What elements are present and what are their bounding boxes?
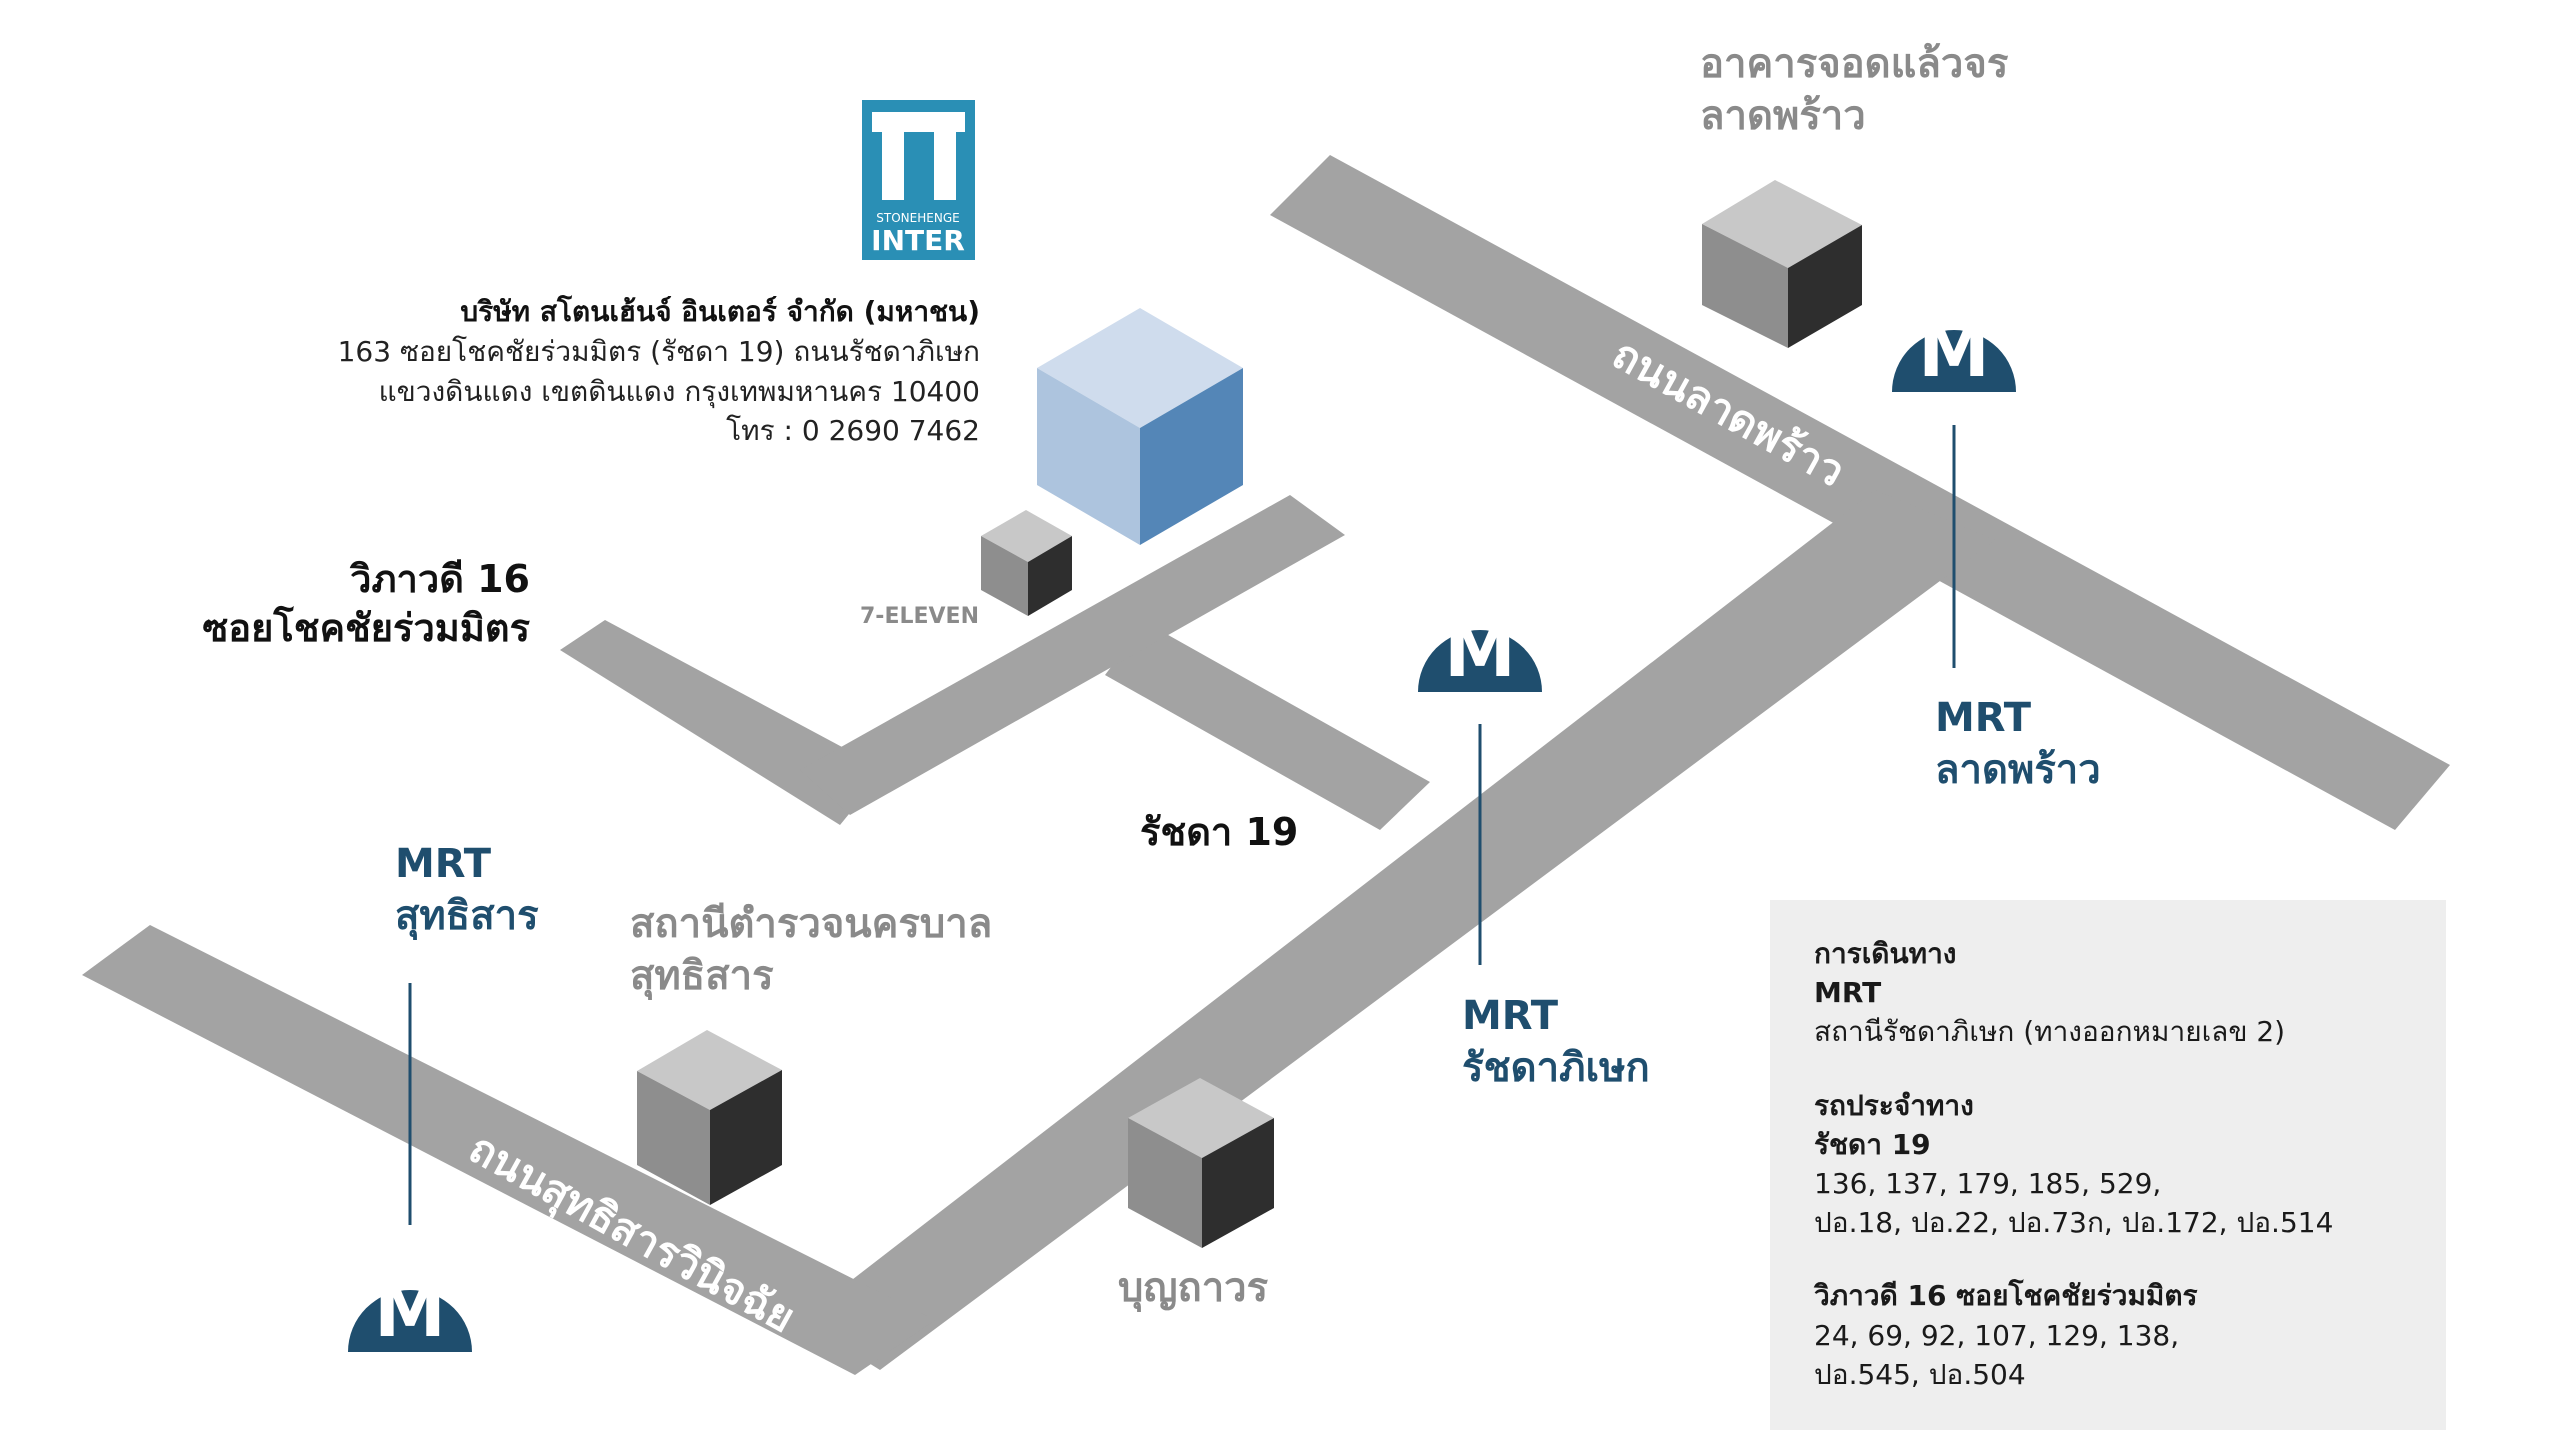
mrt-marker-sutthisan[interactable]: M — [348, 1269, 472, 1353]
mrt-pointers — [408, 425, 1956, 1225]
road-ratchadaphisek — [800, 490, 1995, 1370]
mrt-detail: สถานีรัชดาภิเษก (ทางออกหมายเลข 2) — [1814, 1015, 2286, 1049]
mrt-marker-ladprao[interactable]: M — [1892, 309, 2016, 393]
label-boonthavorn: บุญถาวร — [1118, 1265, 1269, 1311]
label-7-eleven: 7-ELEVEN — [860, 604, 979, 629]
company-address: บริษัท สโตนเฮ้นจ์ อินเตอร์ จำกัด (มหาชน)… — [230, 292, 980, 451]
label-ratchada-19: รัชดา 19 — [1140, 810, 1299, 854]
bus-heading: รถประจำทาง — [1814, 1088, 1974, 1122]
building-stonehenge — [1037, 308, 1243, 545]
bus-ratchada19-line2: ปอ.18, ปอ.22, ปอ.73ก, ปอ.172, ปอ.514 — [1814, 1206, 2334, 1240]
mrt-marker-ratchadaphisek-letter: M — [1444, 609, 1516, 693]
roads — [82, 155, 2450, 1375]
label-mrt-ladprao: MRT ลาดพร้าว — [1935, 695, 2101, 793]
stonehenge-inter-logo: STONEHENGE INTER — [862, 100, 975, 260]
mrt-marker-ladprao-letter: M — [1918, 309, 1990, 393]
label-mrt-ratchadaphisek: MRT รัชดาภิเษก — [1462, 993, 1650, 1091]
building-police — [637, 1030, 782, 1205]
bus-vibhavadi-line1: 24, 69, 92, 107, 129, 138, — [1814, 1318, 2180, 1352]
road-ratchada-19 — [1105, 622, 1430, 830]
travel-heading: การเดินทาง — [1814, 937, 1957, 970]
label-mrt-sutthisan: MRT สุทธิสาร — [395, 841, 539, 939]
label-police-station: สถานีตำรวจนครบาล สุทธิสาร — [630, 901, 993, 999]
bus-vibhavadi-heading: วิภาวดี 16 ซอยโชคชัยร่วมมิตร — [1814, 1279, 2198, 1313]
travel-info-panel: การเดินทาง MRT สถานีรัชดาภิเษก (ทางออกหม… — [1770, 900, 2446, 1430]
road-ladprao — [1270, 155, 2450, 830]
building-boonthavorn — [1128, 1078, 1274, 1248]
road-vibhavadi-16 — [560, 620, 885, 825]
logo-line2: INTER — [871, 224, 965, 257]
bus-vibhavadi-line2: ปอ.545, ปอ.504 — [1814, 1357, 2026, 1391]
mrt-marker-sutthisan-letter: M — [374, 1269, 446, 1353]
road-vibhavadi-16-east — [800, 495, 1345, 815]
road-sutthisan — [82, 925, 935, 1375]
label-parking-building: อาคารจอดแล้วจร ลาดพร้าว — [1700, 41, 2009, 139]
mrt-marker-ratchadaphisek[interactable]: M — [1418, 609, 1542, 693]
company-address-line2: แขวงดินแดง เขตดินแดง กรุงเทพมหานคร 10400 — [378, 374, 980, 408]
building-parking — [1702, 180, 1862, 348]
building-7-eleven — [981, 510, 1072, 616]
bus-ratchada19-line1: 136, 137, 179, 185, 529, — [1814, 1166, 2162, 1200]
mrt-heading: MRT — [1814, 976, 1882, 1010]
label-vibhavadi-16: วิภาวดี 16 ซอยโชคชัยร่วมมิตร — [202, 557, 531, 651]
company-address-line1: 163 ซอยโชคชัยร่วมมิตร (รัชดา 19) ถนนรัชด… — [337, 334, 980, 368]
logo-line1: STONEHENGE — [876, 211, 959, 225]
company-phone[interactable]: โทร : 0 2690 7462 — [726, 414, 980, 448]
company-name: บริษัท สโตนเฮ้นจ์ อินเตอร์ จำกัด (มหาชน) — [460, 295, 980, 328]
bus-ratchada19-heading: รัชดา 19 — [1814, 1127, 1931, 1161]
